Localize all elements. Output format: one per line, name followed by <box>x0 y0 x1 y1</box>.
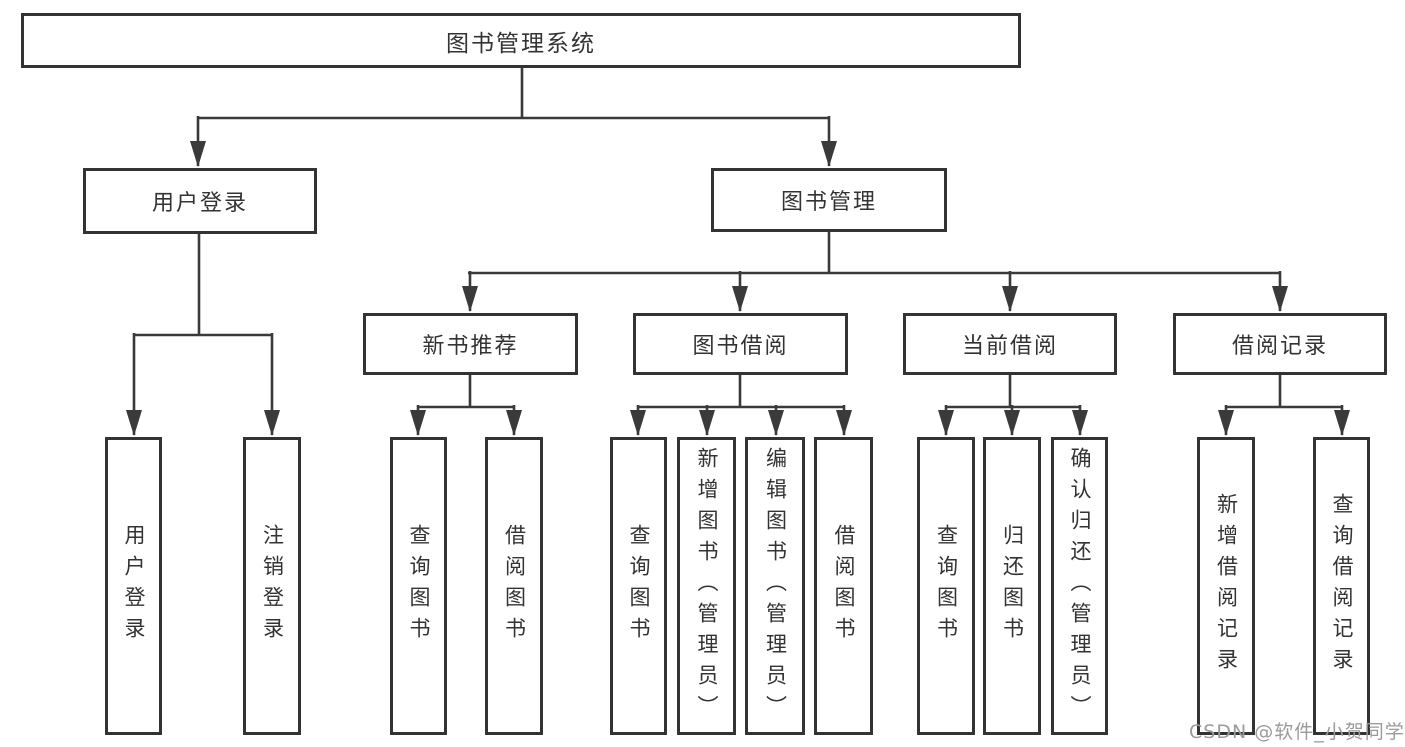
leaf-label: 用户登录 <box>122 524 147 648</box>
leaf-label: 查询图书 <box>407 524 432 648</box>
leaf-label: 借阅图书 <box>832 524 857 648</box>
leaf-add-book-admin: 新增图书（管理员） <box>677 437 736 735</box>
node-book-borrowing: 图书借阅 <box>633 313 848 375</box>
node-library-management-system: 图书管理系统 <box>21 13 1021 68</box>
leaf-label: 归还图书 <box>1000 524 1025 648</box>
leaf-query-borrow-record: 查询借阅记录 <box>1313 437 1370 735</box>
node-user-login: 用户登录 <box>83 168 317 234</box>
node-current-borrowing: 当前借阅 <box>903 313 1117 375</box>
leaf-query-books-borrowing: 查询图书 <box>610 437 667 735</box>
leaf-return-book: 归还图书 <box>983 437 1041 735</box>
node-new-book-recommend: 新书推荐 <box>363 313 578 375</box>
node-borrow-records: 借阅记录 <box>1173 313 1387 375</box>
leaf-label: 新增图书（管理员） <box>695 446 720 726</box>
leaf-label: 借阅图书 <box>502 524 527 648</box>
leaf-logout: 注销登录 <box>243 437 301 735</box>
leaf-borrow-books: 借阅图书 <box>814 437 873 735</box>
leaf-borrow-books-recommend: 借阅图书 <box>485 437 543 735</box>
leaf-label: 查询图书 <box>627 524 652 648</box>
leaf-label: 注销登录 <box>260 524 285 648</box>
leaf-label: 确认归还（管理员） <box>1068 446 1093 726</box>
leaf-label: 查询图书 <box>934 524 959 648</box>
leaf-edit-book-admin: 编辑图书（管理员） <box>745 437 805 735</box>
csdn-watermark: CSDN @软件_小贺同学 <box>1189 721 1405 743</box>
leaf-label: 查询借阅记录 <box>1330 493 1355 679</box>
leaf-confirm-return-admin: 确认归还（管理员） <box>1051 437 1108 735</box>
node-book-management: 图书管理 <box>711 168 947 232</box>
leaf-query-books-current: 查询图书 <box>917 437 975 735</box>
leaf-add-borrow-record: 新增借阅记录 <box>1197 437 1255 735</box>
leaf-label: 新增借阅记录 <box>1214 493 1239 679</box>
leaf-label: 编辑图书（管理员） <box>763 446 788 726</box>
leaf-query-books-recommend: 查询图书 <box>390 437 447 735</box>
leaf-user-login: 用户登录 <box>105 437 162 735</box>
